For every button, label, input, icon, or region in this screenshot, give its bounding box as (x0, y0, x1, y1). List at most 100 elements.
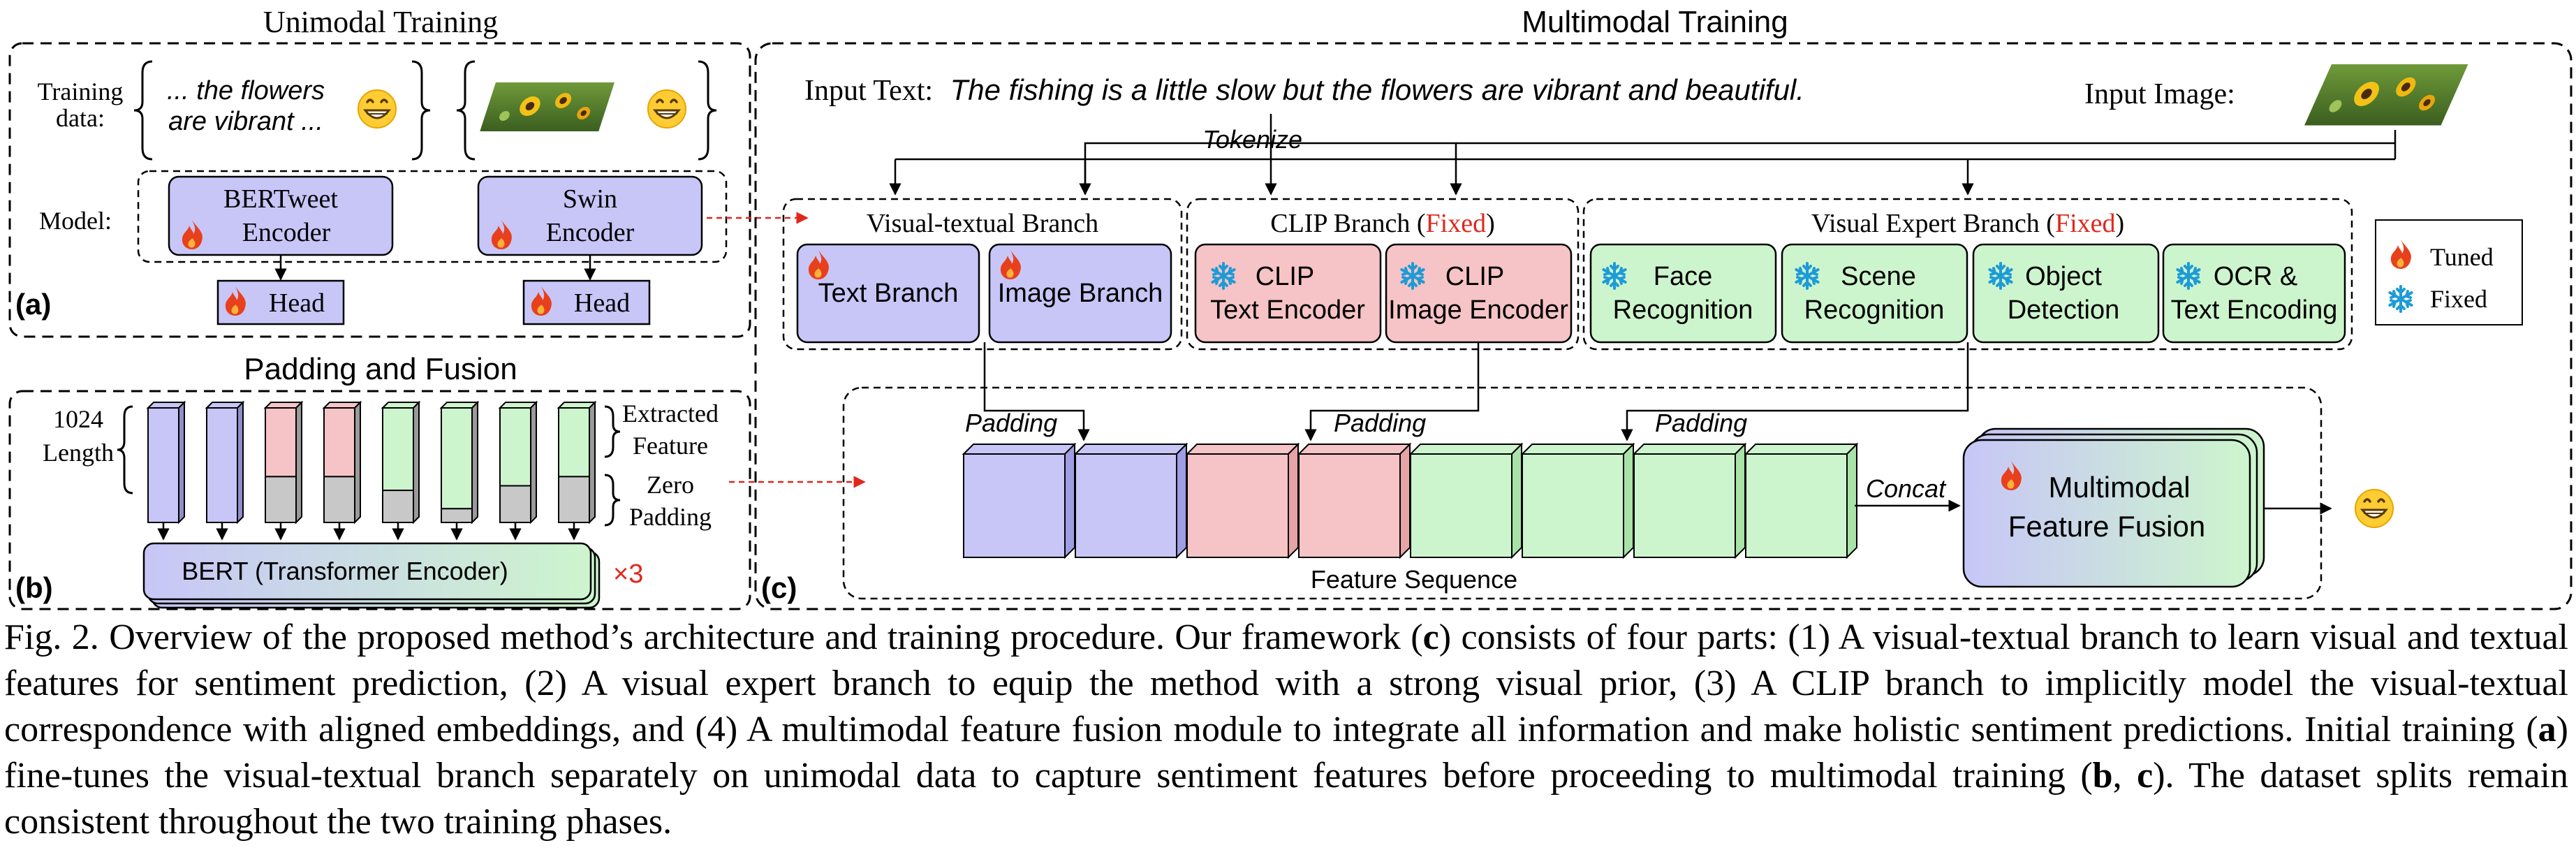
bertweet-label: BERTweet (223, 184, 338, 214)
input-image-label: Input Image: (2084, 78, 2235, 110)
fusion-label-2: Feature Fusion (2008, 510, 2205, 543)
padding-label-3: Padding (1655, 409, 1747, 437)
feature-column (146, 400, 186, 541)
image-branch-box (988, 243, 1172, 344)
ocr-label-2: Text Encoding (2171, 295, 2338, 325)
ocr-label: OCR & (2214, 262, 2297, 291)
feature-column (381, 400, 421, 541)
figure-caption: Fig. 2. Overview of the proposed method’… (4, 615, 2568, 845)
feature-sequence-cube (1185, 442, 1300, 559)
face-recognition-box (1589, 243, 1777, 344)
clip-text-label-2: Text Encoder (1210, 295, 1365, 325)
feature-sequence-cubes (962, 442, 1859, 559)
swin-label: Swin (563, 184, 617, 214)
panel-c-title: Multimodal Training (1522, 5, 1788, 39)
output-grinning-face-icon (2354, 488, 2394, 529)
concat-label: Concat (1866, 474, 1947, 503)
panel-b-tag: (b) (15, 571, 53, 604)
text-sample-line-1: ... the flowers (167, 76, 325, 105)
text-sample-line-2: are vibrant ... (168, 107, 323, 136)
head-box-2 (522, 279, 651, 325)
clip-image-label-2: Image Encoder (1388, 295, 1568, 325)
length-label: 1024 (53, 405, 103, 433)
feature-column (557, 400, 597, 541)
legend-tuned-label: Tuned (2430, 243, 2494, 271)
model-label: Model: (39, 207, 112, 235)
feature-sequence-cube (1408, 442, 1524, 559)
zero-padding-label-2: Padding (629, 503, 712, 531)
face-label: Face (1654, 262, 1712, 291)
extracted-feature-label: Extracted (622, 400, 719, 427)
feature-column (263, 400, 304, 541)
fusion-label: Multimodal (2048, 471, 2190, 504)
feature-columns (146, 400, 597, 541)
bert-transformer-box (142, 542, 592, 601)
feature-column (498, 400, 538, 541)
clip-image-label: CLIP (1445, 262, 1504, 291)
caption-ref-c: c (1422, 617, 1439, 657)
bert-label: BERT (Transformer Encoder) (182, 557, 508, 585)
swin-label-2: Encoder (546, 218, 635, 247)
feature-column (322, 400, 362, 541)
feature-sequence-label: Feature Sequence (1311, 565, 1517, 594)
object-label: Object (2025, 262, 2102, 291)
panel-b-padding-fusion: Padding and Fusion 1024 Length Extracted… (8, 352, 751, 610)
caption-ref-c-2: c (2137, 756, 2154, 796)
multimodal-feature-fusion-box (1962, 439, 2251, 588)
panel-b-title: Padding and Fusion (244, 352, 517, 386)
caption-mid-2: ) fine-tunes the visual-textual branch s… (4, 710, 2568, 796)
face-label-2: Recognition (1613, 295, 1753, 325)
image-branch-label: Image Branch (998, 279, 1163, 308)
feature-column (439, 400, 480, 541)
architecture-figure: Unimodal Training Training data: ... the… (8, 5, 2573, 610)
feature-sequence-cube (1520, 442, 1635, 559)
panel-a-unimodal-training: Unimodal Training Training data: ... the… (8, 5, 751, 338)
text-branch-box (796, 243, 980, 344)
scene-label-2: Recognition (1804, 295, 1945, 325)
input-text-sentence: The fishing is a little slow but the flo… (950, 73, 1804, 106)
caption-ref-a: a (2538, 710, 2556, 749)
ve-branch-close: ) (2116, 209, 2125, 238)
grinning-face-icon (357, 89, 397, 129)
panel-a-title: Unimodal Training (263, 5, 498, 39)
bertweet-label-2: Encoder (242, 218, 331, 247)
visual-expert-branch-title: Visual Expert Branch (Fixed) (1811, 209, 2124, 238)
tokenize-label: Tokenize (1202, 125, 1302, 154)
caption-end: ). The dataset splits remain consistent … (4, 756, 2568, 842)
scene-label: Scene (1841, 262, 1916, 291)
clip-text-label: CLIP (1256, 262, 1314, 291)
training-data-label-2: data: (56, 104, 105, 132)
grinning-face-icon-2 (647, 89, 687, 129)
feature-sequence-cube (962, 442, 1077, 559)
input-text-row: Input Text: The fishing is a little slow… (804, 73, 1804, 107)
feature-sequence-cube (1632, 442, 1747, 559)
legend-fixed-label: Fixed (2430, 285, 2487, 313)
times-three-label: ×3 (613, 559, 643, 589)
training-data-label: Training (38, 78, 124, 105)
zero-padding-label: Zero (647, 471, 694, 499)
padding-label-1: Padding (965, 409, 1057, 437)
feature-column (205, 400, 245, 541)
input-text-label: Input Text: (804, 75, 933, 107)
clip-branch-fixed: Fixed (1426, 209, 1487, 238)
extracted-feature-label-2: Feature (633, 432, 708, 460)
feature-sequence-cube (1297, 442, 1412, 559)
length-label-2: Length (43, 439, 114, 467)
clip-branch-close: ) (1486, 209, 1495, 238)
clip-text-encoder-box (1194, 243, 1382, 344)
panel-a-tag: (a) (15, 288, 51, 321)
clip-branch-title-text: CLIP Branch ( (1270, 209, 1425, 238)
head-label-2: Head (574, 288, 630, 318)
head-label-1: Head (269, 288, 325, 318)
panel-c-multimodal-training: Multimodal Training Input Text: The fish… (754, 5, 2573, 610)
clip-branch-title: CLIP Branch (Fixed) (1270, 209, 1495, 238)
flower-photo-icon (480, 82, 614, 131)
text-branch-label: Text Branch (818, 279, 959, 308)
clip-image-encoder-box (1385, 243, 1573, 344)
input-flower-photo-icon (2304, 64, 2468, 126)
panel-c-tag: (c) (761, 571, 797, 604)
caption-ref-b: b (2092, 756, 2113, 796)
visual-textual-branch-title: Visual-textual Branch (867, 209, 1098, 238)
feature-sequence-cube (1744, 442, 1859, 559)
feature-sequence-cube (1073, 442, 1188, 559)
